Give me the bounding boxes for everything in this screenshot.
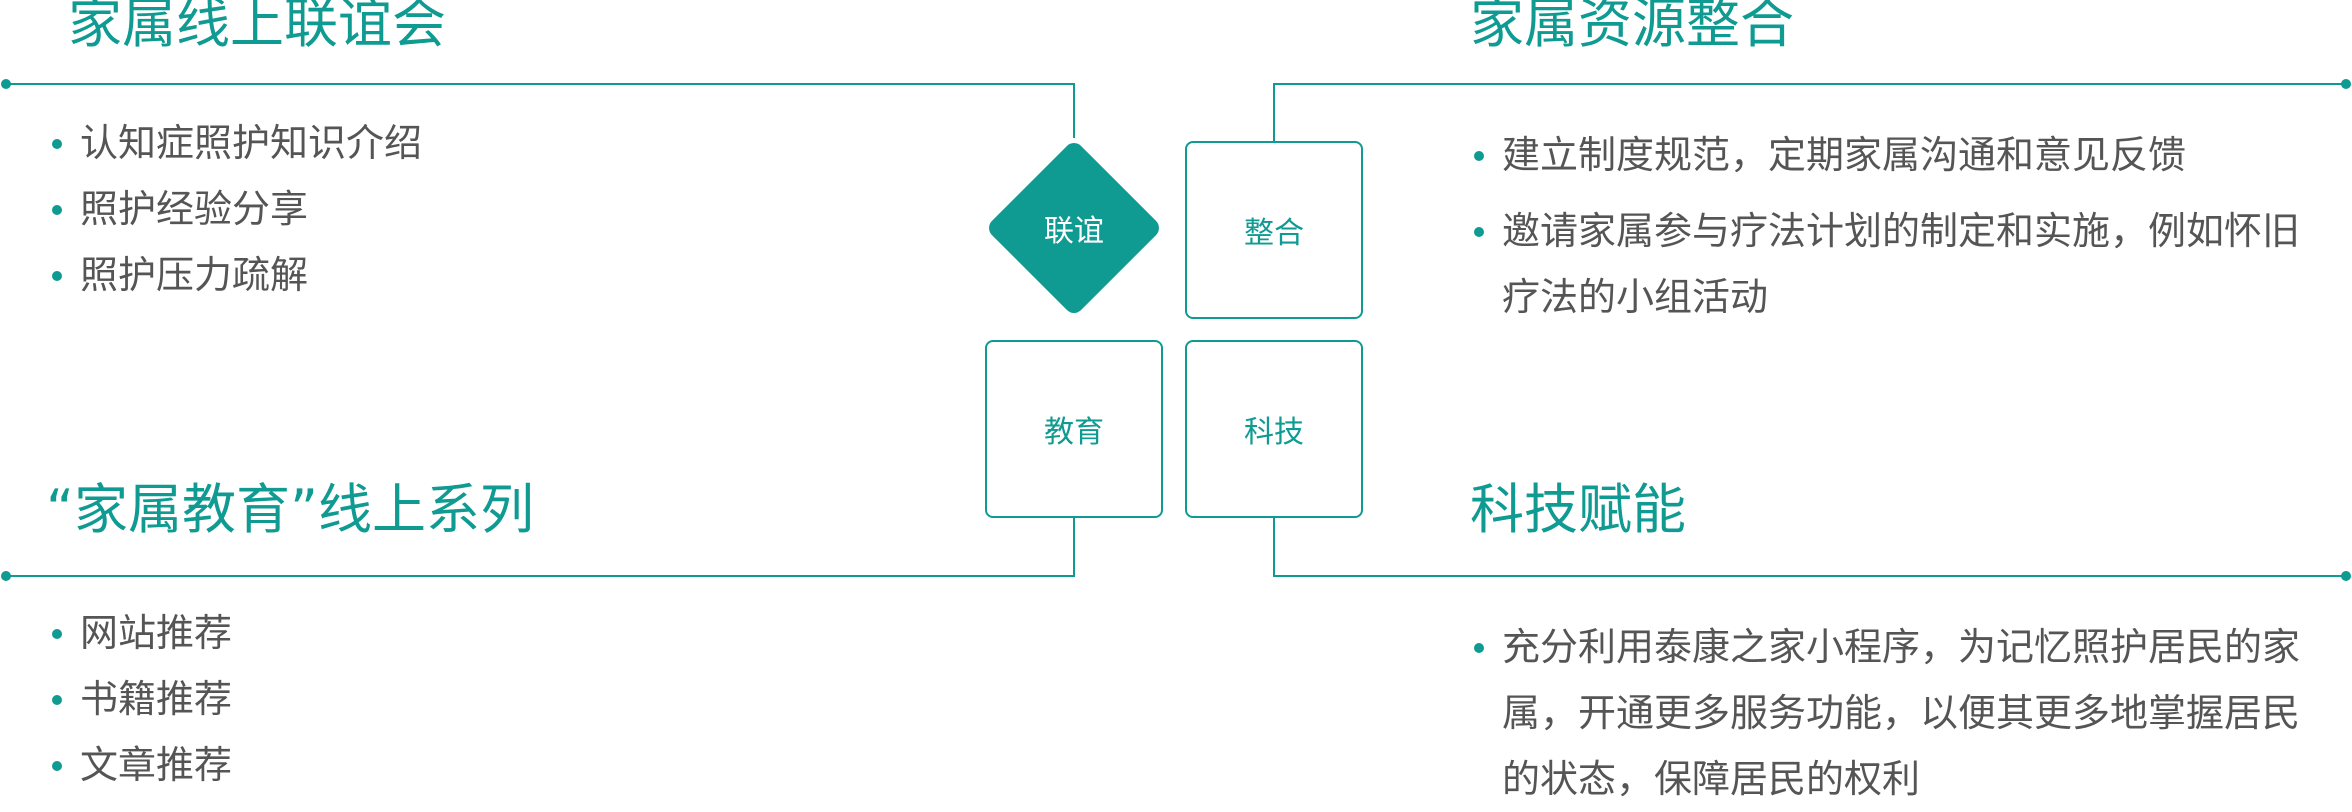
section-title-top-left: 家属线上联谊会 — [68, 0, 446, 55]
node-zhenghe-box: 整合 — [1185, 141, 1363, 319]
connector-top-left — [1, 79, 1075, 138]
bullet-icon — [52, 139, 62, 149]
section-title-bottom-left: “家属教育”线上系列 — [46, 478, 534, 541]
connector-bottom-left — [1, 518, 1075, 581]
section-list-bottom-right: 充分利用泰康之家小程序，为记忆照护居民的家属，开通更多服务功能，以便其更多地掌握… — [1474, 614, 2314, 812]
list-item: 充分利用泰康之家小程序，为记忆照护居民的家属，开通更多服务功能，以便其更多地掌握… — [1474, 614, 2314, 812]
node-label: 科技 — [1244, 415, 1304, 450]
connector-bottom-right — [1273, 518, 2351, 581]
list-item: 照护压力疏解 — [52, 242, 1002, 308]
node-lianyi-diamond: 联谊 — [984, 138, 1164, 318]
list-item: 网站推荐 — [52, 600, 1002, 666]
list-item: 认知症照护知识介绍 — [52, 110, 1002, 176]
node-jiaoyu-box: 教育 — [985, 340, 1163, 518]
node-label: 联谊 — [1044, 214, 1104, 249]
section-title-bottom-right: 科技赋能 — [1470, 478, 1686, 541]
section-list-bottom-left: 网站推荐 书籍推荐 文章推荐 — [52, 600, 1002, 798]
bullet-icon — [1474, 643, 1484, 653]
list-item: 照护经验分享 — [52, 176, 1002, 242]
bullet-icon — [52, 761, 62, 771]
bullet-icon — [52, 271, 62, 281]
bullet-icon — [1474, 227, 1484, 237]
section-title-top-right: 家属资源整合 — [1470, 0, 1794, 55]
list-item: 建立制度规范，定期家属沟通和意见反馈 — [1474, 122, 2314, 188]
list-item: 文章推荐 — [52, 732, 1002, 798]
section-list-top-right: 建立制度规范，定期家属沟通和意见反馈 邀请家属参与疗法计划的制定和实施，例如怀旧… — [1474, 122, 2314, 330]
list-item: 邀请家属参与疗法计划的制定和实施，例如怀旧疗法的小组活动 — [1474, 198, 2314, 330]
section-list-top-left: 认知症照护知识介绍 照护经验分享 照护压力疏解 — [52, 110, 1002, 308]
connector-top-right — [1273, 79, 2351, 141]
node-label: 整合 — [1244, 216, 1304, 251]
list-item: 书籍推荐 — [52, 666, 1002, 732]
bullet-icon — [1474, 151, 1484, 161]
bullet-icon — [52, 629, 62, 639]
node-label: 教育 — [1044, 415, 1104, 450]
bullet-icon — [52, 205, 62, 215]
bullet-icon — [52, 695, 62, 705]
node-keji-box: 科技 — [1185, 340, 1363, 518]
